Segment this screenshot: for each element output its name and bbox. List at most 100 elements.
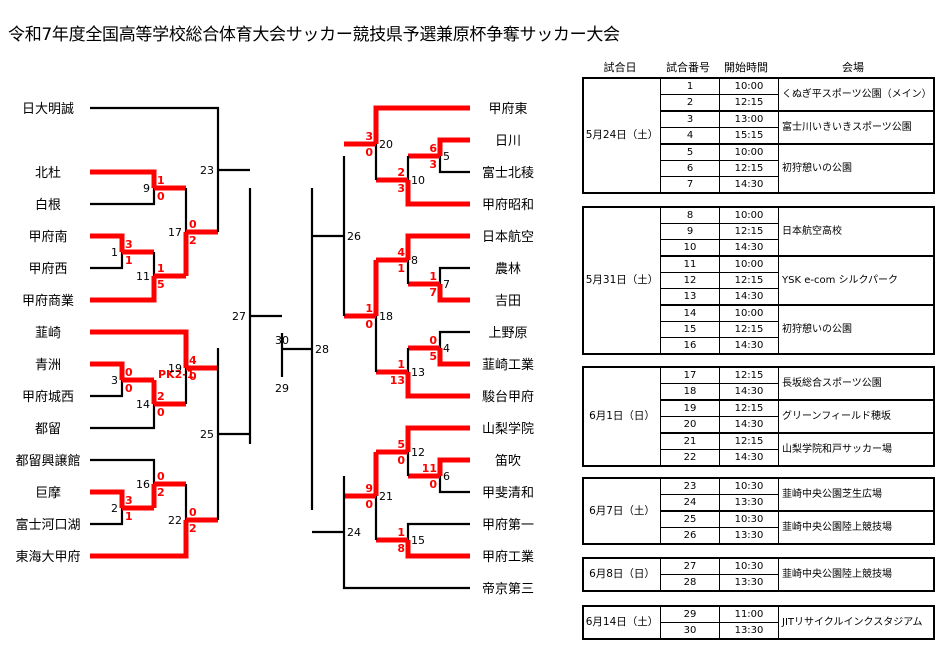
match-number: 7: [443, 278, 450, 291]
schedule-start-time: 10:30: [719, 558, 779, 575]
score-top: 0: [189, 218, 197, 231]
schedule-match-no: 30: [660, 622, 720, 639]
schedule-venue: 初狩憩いの公園: [778, 304, 934, 354]
schedule-start-time: 12:15: [719, 367, 779, 384]
score-bottom: 2: [189, 234, 197, 247]
score-bottom: 5: [429, 350, 437, 363]
team-label-left: 甲府西: [28, 262, 67, 277]
score-top: 4: [397, 246, 405, 259]
team-label-right: 山梨学院: [482, 421, 534, 437]
team-label-right: 甲府第一: [482, 518, 534, 533]
bracket-line: [90, 458, 156, 484]
schedule-date: 6月8日（日）: [583, 558, 661, 591]
match-number: 4: [443, 342, 450, 355]
bracket-line: [90, 404, 156, 430]
match-number: 17: [168, 226, 182, 239]
match-number: 26: [347, 230, 361, 243]
team-label-left: 青洲: [35, 358, 61, 373]
schedule-start-time: 12:15: [719, 94, 779, 111]
schedule-match-no: 18: [660, 383, 720, 400]
schedule-match-no: 15: [660, 321, 720, 338]
match-number: 24: [347, 526, 361, 539]
score-top: 2: [157, 390, 165, 403]
match-number: 27: [232, 310, 246, 323]
score-bottom: 2: [157, 486, 165, 499]
schedule-start-time: 13:30: [719, 574, 779, 591]
bracket-line: [373, 105, 470, 144]
schedule-match-no: 24: [660, 494, 720, 511]
schedule-match-no: 13: [660, 288, 720, 305]
schedule-match-no: 20: [660, 416, 720, 433]
schedule-match-no: 7: [660, 176, 720, 193]
schedule-match-no: 28: [660, 574, 720, 591]
team-label-right: 笛吹: [495, 453, 521, 469]
team-label-right: 甲府工業: [482, 549, 534, 565]
team-label-right: 上野原: [488, 326, 527, 341]
bracket-line: [438, 330, 470, 348]
schedule-match-no: 1: [660, 78, 720, 95]
bracket-line: [405, 180, 470, 207]
match-number: 20: [379, 138, 393, 151]
score-top: 9: [365, 482, 373, 495]
schedule-start-time: 14:30: [719, 176, 779, 193]
bracket-line: [438, 266, 470, 284]
schedule-match-no: 3: [660, 110, 720, 128]
score-top: 1: [157, 174, 165, 187]
schedule-start-time: 14:30: [719, 416, 779, 433]
team-label-left: 北杜: [35, 166, 61, 181]
schedule-match-no: 25: [660, 510, 720, 528]
bracket-line: [90, 276, 157, 303]
score-bottom: 0: [365, 498, 373, 511]
bracket-line: [405, 233, 470, 260]
schedule-venue: JITリサイクルインクスタジアム: [782, 617, 923, 628]
schedule-date: 5月31日（土）: [583, 207, 661, 354]
team-label-right: 日川: [495, 134, 521, 149]
schedule-start-time: 12:15: [719, 321, 779, 338]
schedule-date: 6月1日（日）: [583, 367, 661, 466]
team-label-right: 帝京第三: [482, 581, 534, 597]
schedule-start-time: 10:00: [719, 78, 779, 95]
score-top: 1: [157, 262, 165, 275]
bracket-line: [90, 361, 125, 380]
schedule-start-time: 14:30: [719, 337, 779, 354]
score-bottom: 7: [429, 286, 437, 299]
match-number: 30: [275, 334, 289, 347]
score-bottom: 2: [189, 522, 197, 535]
bracket-line: [405, 425, 470, 452]
bracket-line: [438, 476, 470, 494]
match-number: 6: [443, 470, 450, 483]
bracket-line: [405, 372, 470, 399]
score-top: 3: [125, 238, 133, 251]
team-label-left: 白根: [35, 197, 61, 213]
tournament-bracket: 日大明誠北杜白根甲府南甲府西甲府商業韮崎青洲甲府城西都留都留興譲館巨摩富士河口湖…: [15, 101, 534, 597]
score-bottom: 8: [397, 542, 405, 555]
team-label-left: 甲府南: [28, 229, 67, 245]
score-bottom: 0: [397, 454, 405, 467]
schedule-start-time: 11:00: [719, 606, 779, 623]
bracket-line: [90, 252, 124, 270]
match-number: 21: [379, 490, 393, 503]
schedule-venue: くぬぎ平スポーツ公園（メイン）: [778, 78, 934, 112]
schedule-match-no: 10: [660, 239, 720, 256]
schedule-start-time: 14:30: [719, 383, 779, 400]
score-bottom: 3: [397, 182, 405, 195]
schedule-match-no: 14: [660, 304, 720, 322]
score-bottom: 0: [125, 382, 133, 395]
bracket-line: [90, 508, 124, 526]
match-number: 11: [136, 270, 150, 283]
